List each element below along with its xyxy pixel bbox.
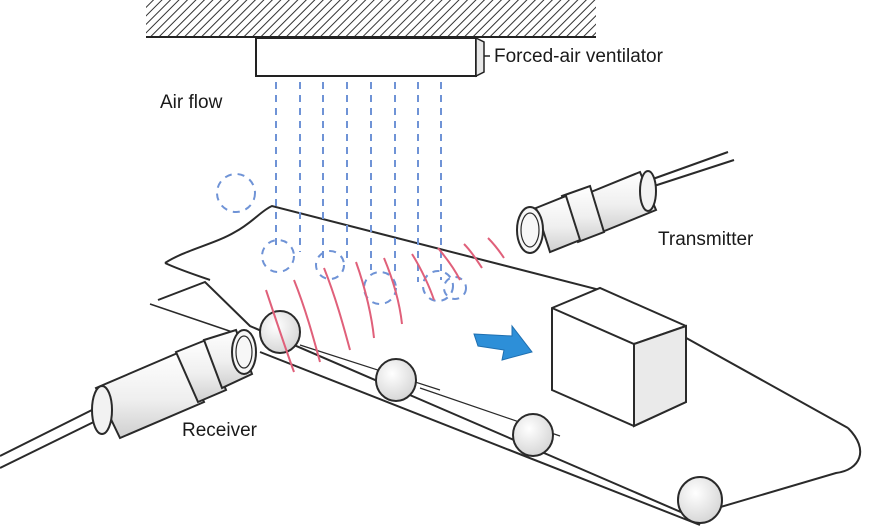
ventilator-icon [255, 36, 490, 78]
air-flow-icon [216, 82, 467, 305]
transmitter-label: Transmitter [658, 229, 754, 250]
transmitter-icon [516, 151, 735, 254]
direction-arrow-icon [473, 324, 533, 361]
package-box-icon [551, 286, 687, 428]
receiver-label: Receiver [182, 420, 257, 441]
ventilator-label: Forced-air ventilator [494, 46, 663, 67]
ceiling-icon [146, 0, 596, 38]
air-flow-label: Air flow [160, 92, 223, 113]
receiver-icon [0, 328, 257, 469]
sound-wave-icon [265, 237, 505, 373]
conveyor-icon [149, 204, 862, 526]
